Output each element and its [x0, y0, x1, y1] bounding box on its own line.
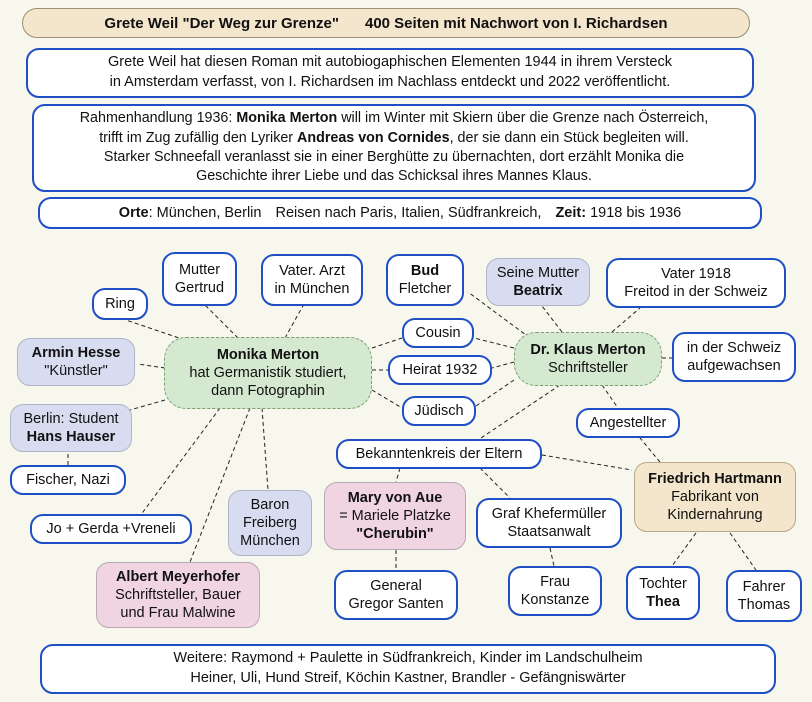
- footer-line-1: Weitere: Raymond + Paulette in Südfrankr…: [173, 650, 643, 667]
- places-zeit: Zeit: 1918 bis 1936: [555, 204, 682, 221]
- edge-monika-vater: [284, 303, 305, 339]
- edge-monika-armin: [137, 363, 166, 369]
- places-orte: Orte: München, Berlin: [118, 204, 262, 221]
- node-heirat-1932: Heirat 1932: [388, 355, 492, 385]
- edge-klaus-heirat: [491, 361, 515, 369]
- plot-box: Rahmenhandlung 1936: Monika Merton will …: [32, 104, 756, 192]
- node-mary-von-aue: Mary von Aue= Mariele Platzke"Cherubin": [324, 482, 466, 550]
- edge-monika-berlin: [129, 399, 166, 411]
- plot-line-4: Geschichte ihrer Liebe und das Schicksal…: [196, 168, 592, 185]
- edge-klaus-bekannten: [477, 384, 561, 441]
- edge-bekannten-mary: [395, 467, 401, 483]
- node-cousin: Cousin: [402, 318, 474, 348]
- footer-line-2: Heiner, Uli, Hund Streif, Köchin Kastner…: [190, 670, 626, 686]
- places-box: Orte: München, Berlin Reisen nach Paris,…: [38, 197, 762, 229]
- title-right: 400 Seiten mit Nachwort von I. Richardse…: [364, 14, 668, 32]
- intro-line-2: in Amsterdam verfasst, von I. Richardsen…: [109, 74, 671, 90]
- edge-hartmann-tochter: [671, 532, 697, 567]
- edge-bekannten-graf: [479, 467, 511, 499]
- edge-monika-juedisch: [371, 389, 403, 409]
- plot-monika-name: Monika Merton: [236, 110, 338, 127]
- edge-hartmann-fahrer: [729, 532, 757, 571]
- node-jo-gerda-vreneli: Jo + Gerda +Vreneli: [30, 514, 192, 544]
- edge-klaus-vater: [611, 307, 641, 333]
- edge-klaus-bud: [467, 291, 531, 339]
- edge-monika-jo: [139, 407, 221, 517]
- plot-line-3: Starker Schneefall veranlasst sie in ein…: [103, 149, 685, 165]
- edge-klaus-angestellter: [601, 384, 619, 409]
- edge-hartmann-angestellter: [639, 437, 661, 463]
- node-bekanntenkreis: Bekanntenkreis der Eltern: [336, 439, 542, 469]
- plot-line-2: trifft im Zug zufällig den Lyriker Andre…: [99, 129, 689, 146]
- footer-box: Weitere: Raymond + Paulette in Südfrankr…: [40, 644, 776, 694]
- node-armin-hesse: Armin Hesse"Künstler": [17, 338, 135, 386]
- intro-line-1: Grete Weil hat diesen Roman mit autobiog…: [108, 54, 672, 71]
- node-angestellter: Angestellter: [576, 408, 680, 438]
- title-left: Grete Weil "Der Weg zur Grenze": [104, 14, 339, 32]
- places-reisen: Reisen nach Paris, Italien, Südfrankreic…: [275, 204, 542, 221]
- plot-andreas-name: Andreas von Cornides: [297, 129, 450, 146]
- edge-monika-cousin: [371, 337, 403, 349]
- edge-klaus-mutter: [541, 305, 563, 333]
- edge-graf-frau: [549, 547, 555, 567]
- edge-monika-mutter: [203, 303, 239, 339]
- edge-klaus-cousin: [473, 337, 515, 349]
- edge-monika-baron: [261, 407, 269, 491]
- node-fischer-nazi: Fischer, Nazi: [10, 465, 126, 495]
- edge-monika-ring: [119, 317, 186, 341]
- edge-klaus-juedisch: [475, 379, 515, 407]
- intro-box: Grete Weil hat diesen Roman mit autobiog…: [26, 48, 754, 98]
- plot-line-1: Rahmenhandlung 1936: Monika Merton will …: [79, 110, 709, 127]
- node-juedisch: Jüdisch: [402, 396, 476, 426]
- title-banner: Grete Weil "Der Weg zur Grenze" 400 Seit…: [22, 8, 750, 38]
- node-ring: Ring: [92, 288, 148, 320]
- edge-bekannten-hartmann: [541, 454, 633, 471]
